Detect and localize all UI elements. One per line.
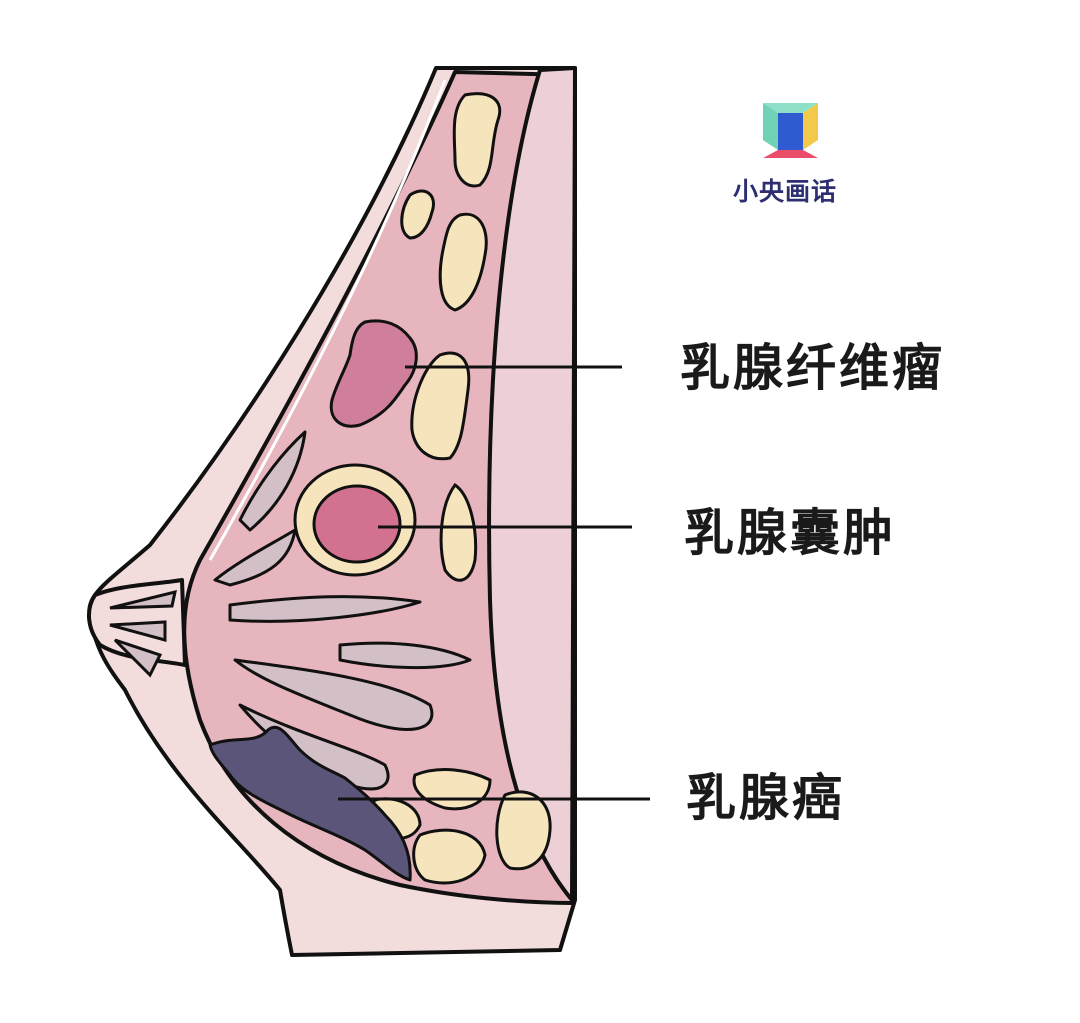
fat-lobule-1 — [452, 92, 502, 188]
cancer-mass — [208, 726, 412, 882]
gland-inner-line — [208, 79, 447, 561]
logo-text: 小央画话 — [733, 177, 838, 206]
label-cyst: 乳腺囊肿 — [684, 504, 896, 562]
fat-lobule-5 — [439, 482, 478, 582]
cyst-core — [312, 484, 402, 564]
fat-lobule-8 — [412, 828, 487, 885]
nipple-duct-1 — [109, 589, 177, 610]
label-cancer: 乳腺癌 — [686, 769, 845, 827]
nipple-duct-2 — [109, 620, 167, 642]
logo-cube-icon — [763, 103, 818, 158]
label-fibroadenoma: 乳腺纤维瘤 — [680, 339, 945, 397]
fat-lobule-7 — [495, 790, 552, 871]
duct-strand-3 — [228, 595, 422, 623]
duct-strand-5 — [233, 658, 434, 731]
duct-strand-1 — [238, 430, 307, 532]
duct-strand-4 — [338, 641, 472, 670]
fat-lobule-3 — [438, 212, 488, 312]
fat-lobule-2 — [400, 189, 435, 240]
fibroadenoma-mass — [329, 319, 418, 428]
nipple-duct-3 — [113, 638, 163, 678]
